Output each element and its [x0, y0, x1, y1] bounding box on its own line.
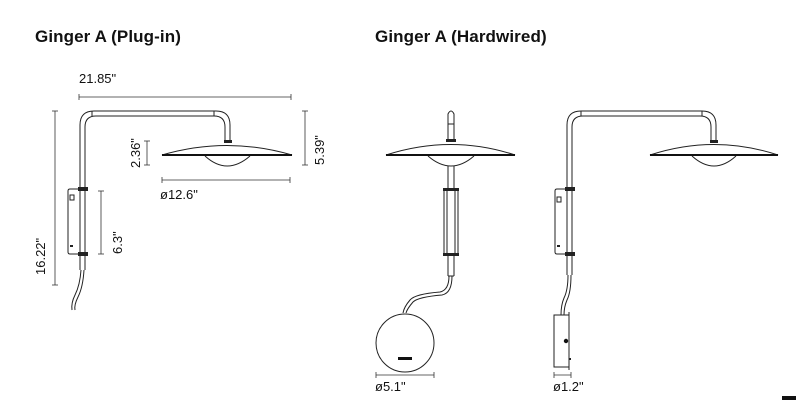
hardwired-front-view-drawing [375, 110, 516, 378]
dimension-line-shade-height [144, 140, 150, 166]
title-plug-in: Ginger A (Plug-in) [35, 27, 181, 46]
dimension-line-lamp-height [302, 110, 308, 166]
dimension-line-overall-height [52, 110, 58, 286]
dim-shade-diameter: ø12.6" [160, 187, 198, 202]
dimension-line-canopy-diameter [553, 372, 572, 378]
dim-base-diameter: ø5.1" [375, 379, 406, 394]
hardwired-side-view-drawing [553, 110, 779, 378]
dim-canopy-diameter: ø1.2" [553, 379, 584, 394]
cropped-text-fragment [782, 396, 796, 400]
plug-in-lamp-drawing [52, 94, 308, 311]
dimension-line-arm [78, 94, 292, 100]
dim-arm-length: 21.85" [79, 71, 117, 86]
dimension-line-shade-diameter [161, 177, 291, 183]
title-hardwired: Ginger A (Hardwired) [375, 27, 547, 46]
dimension-line-bracket-height [98, 190, 104, 255]
dimension-line-base-diameter [375, 372, 435, 378]
